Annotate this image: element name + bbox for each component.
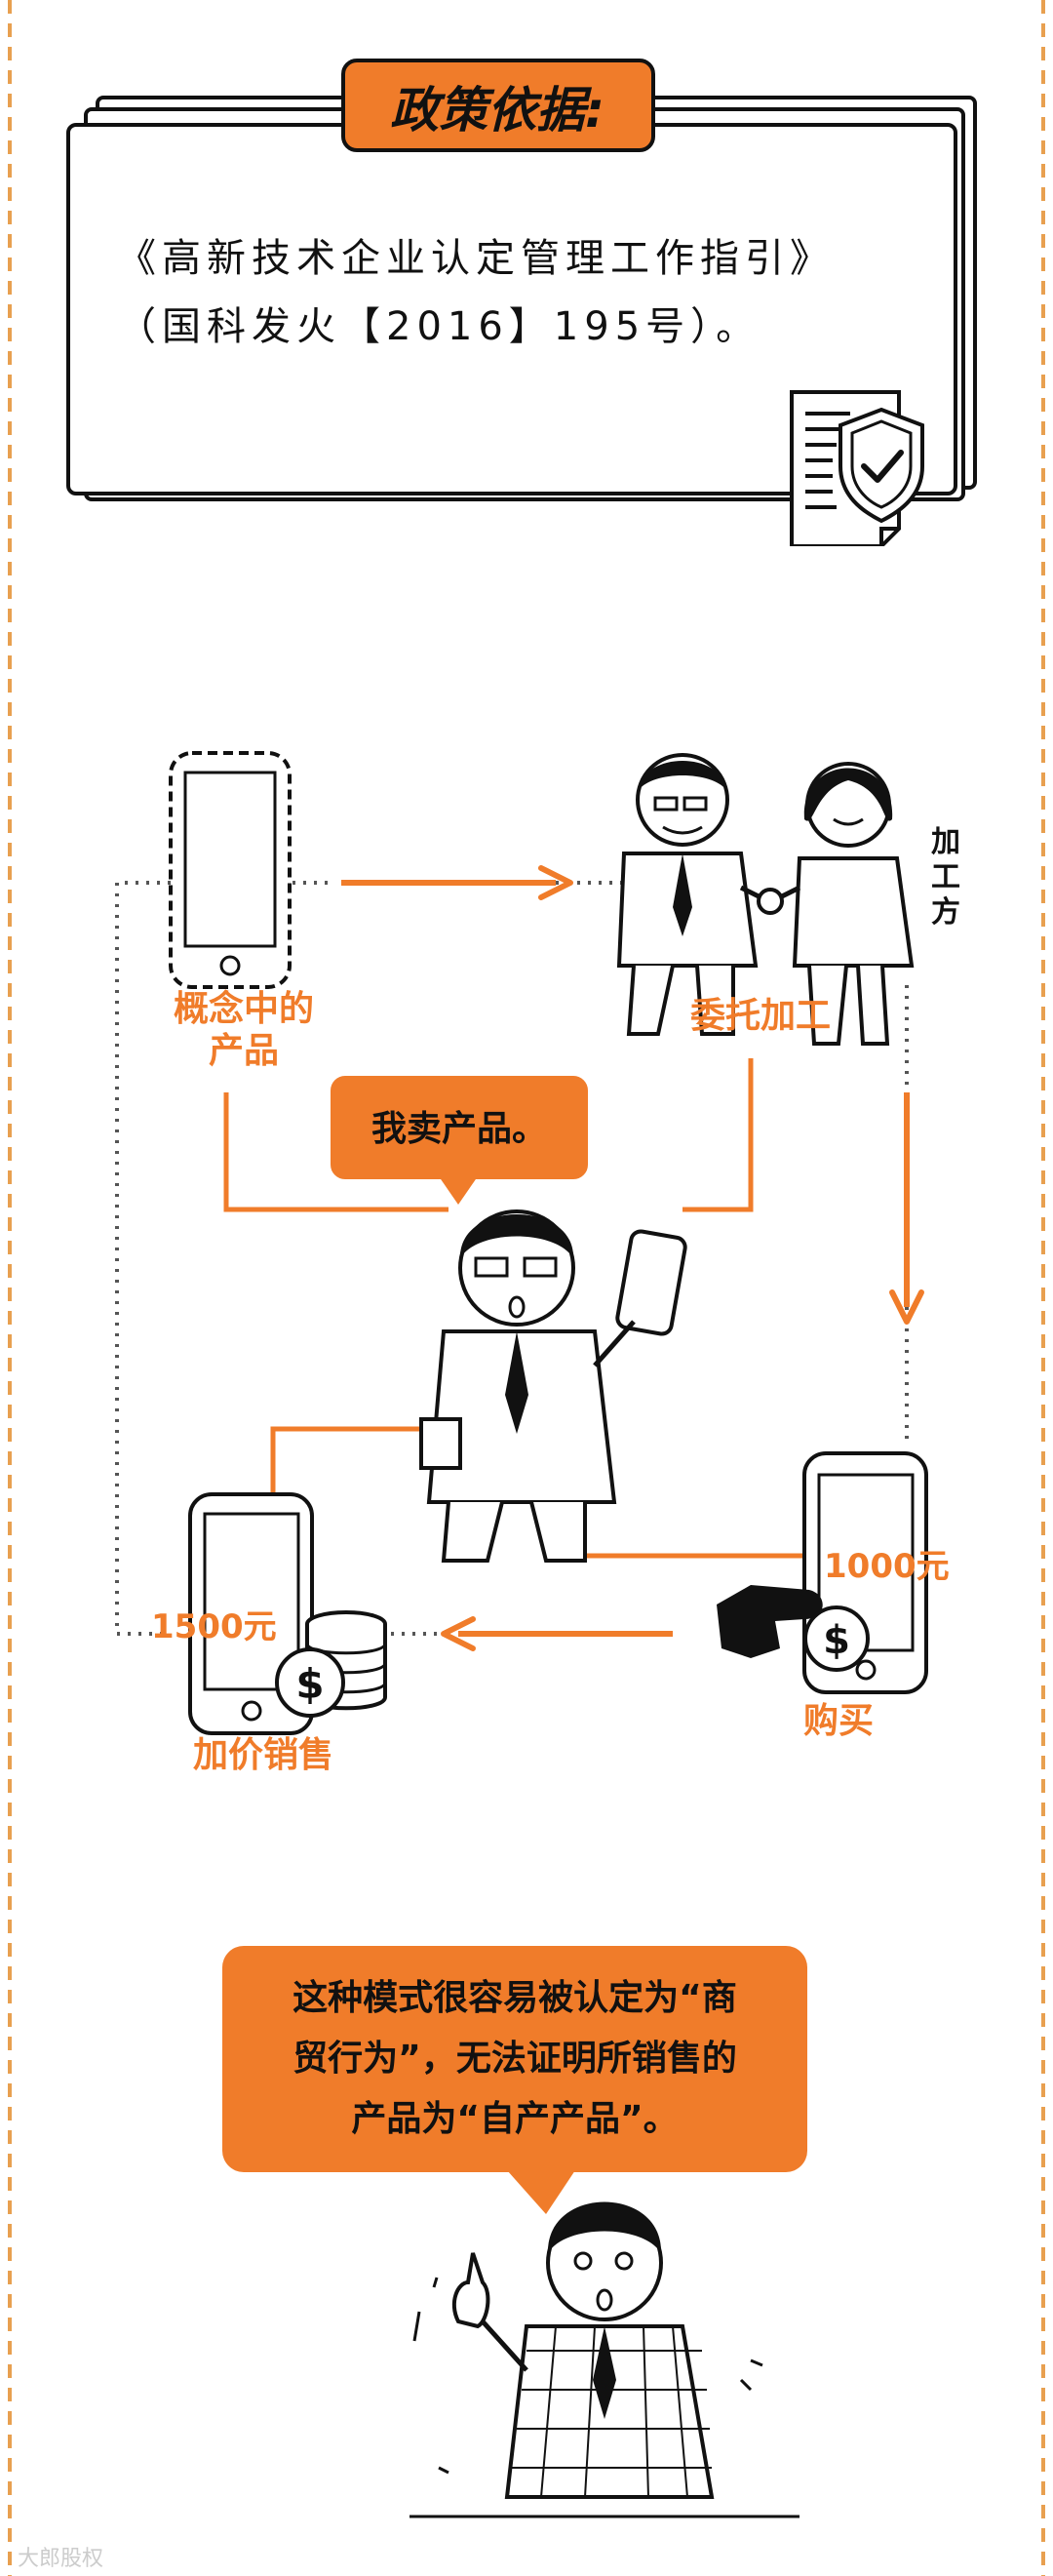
label-entrust-processing: 委托加工 [689,996,831,1036]
label-concept-product-line2: 产品 [208,1031,279,1071]
conclusion-line-2: 贸行为”，无法证明所销售的 [292,2039,737,2079]
label-processor-side-2: 工 [931,860,960,894]
label-price-purchase: 1000元 [824,1547,950,1586]
connector-processing-to-seller [682,1058,754,1212]
label-purchase: 购买 [802,1701,874,1741]
arrow-right-icon [341,865,573,900]
handshake-illustration [616,753,915,1046]
policy-document-name: 《高新技术企业认定管理工作指引》 [117,236,835,281]
policy-card [66,59,977,546]
arrow-down-icon [889,1092,924,1325]
svg-text:$: $ [823,1618,850,1663]
connector-seller-to-purchase [572,1502,809,1559]
label-processor-side-3: 方 [931,895,960,930]
conclusion-bubble [222,1946,807,2518]
conclusion-line-3: 产品为“自产产品”。 [351,2099,679,2139]
trade-flow-diagram: $ $ [115,751,928,1735]
dollar-coin-icon: $ [275,1647,345,1718]
connector-seller-to-sale [270,1426,419,1512]
speech-bubble-sell [331,1076,588,1205]
label-price-sale: 1500元 [151,1607,277,1646]
watermark: 大郎股权 [18,2547,104,2571]
conclusion-line-1: 这种模式很容易被认定为“商 [292,1978,737,2018]
svg-text:$: $ [295,1660,324,1708]
policy-document-number: （国科发火【2016】195号）。 [117,304,761,349]
seller-man-illustration [419,1209,687,1563]
label-processor-side-1: 加 [931,825,960,859]
concept-phone-icon [169,751,292,989]
hand-coin-icon: $ [717,1585,870,1672]
label-markup-sale: 加价销售 [192,1735,333,1775]
speech-sell-text: 我卖产品。 [370,1109,547,1149]
flow-dotted-loop [115,881,171,1636]
shield-check-icon [838,407,924,524]
label-concept-product-line1: 概念中的 [173,989,314,1029]
thinking-man-illustration [410,2201,800,2518]
connector-concept-to-seller [223,1092,448,1212]
policy-title: 政策依据: [390,82,604,139]
arrow-left-icon [441,1616,673,1651]
